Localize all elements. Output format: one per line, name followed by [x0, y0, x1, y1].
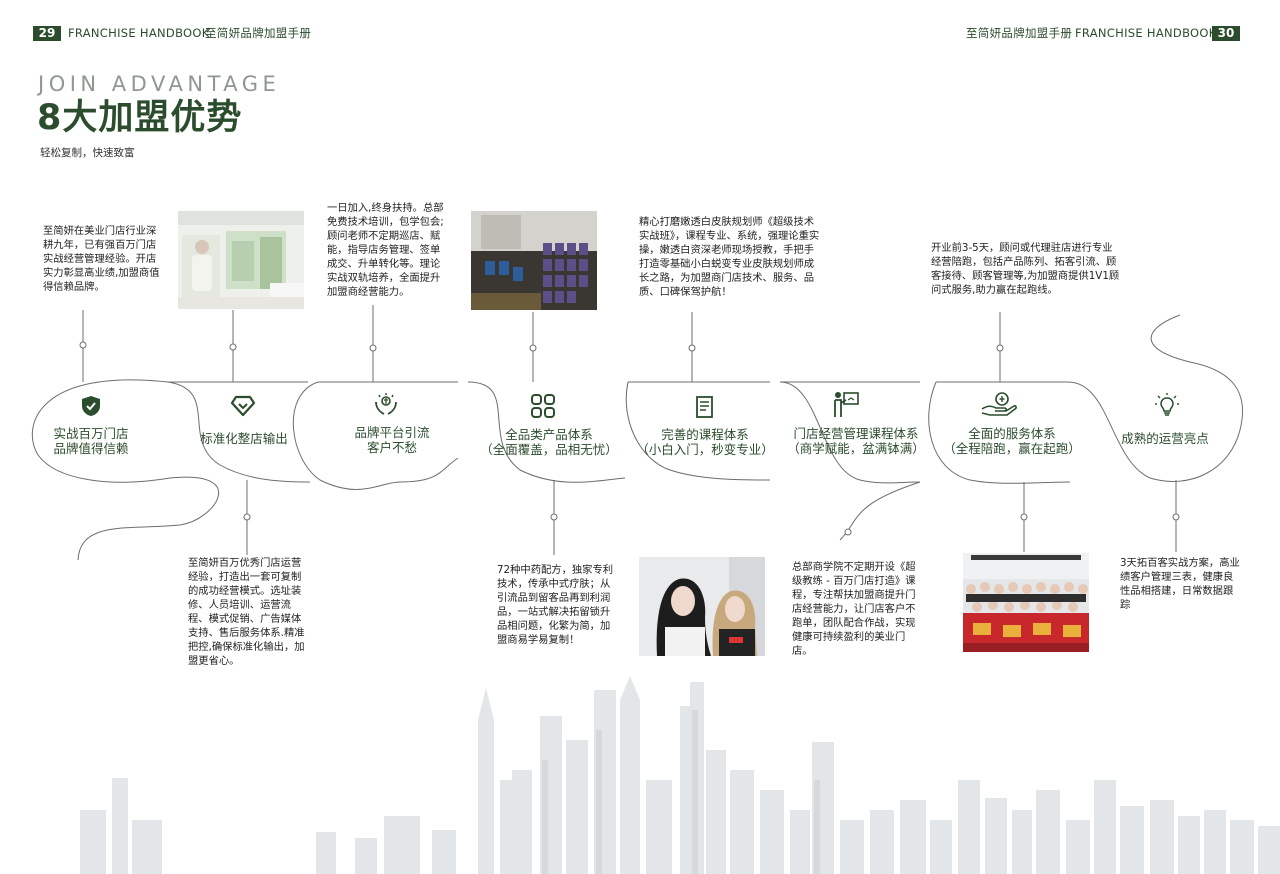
training-class-photo	[639, 557, 765, 656]
advantage-3-desc: 一日加入,终身扶持。总部免费技术培训，包学包会;顾问老师不定期巡店、赋能，指导店…	[327, 202, 444, 298]
advantage-7-title-line-1: 全面的服务体系	[968, 426, 1056, 441]
group-event-photo	[963, 553, 1089, 652]
advantage-4-title: 全品类产品体系 （全面覆盖，品相无忧）	[474, 427, 624, 457]
advantage-5-desc: 精心打磨嫩透白皮肤规划师《超级技术实战班》，课程专业、系统，强理论重实操，嫩透白…	[639, 216, 820, 298]
right-header-cn: 至简妍品牌加盟手册	[966, 26, 1073, 40]
city-skyline-illustration	[80, 676, 1280, 874]
advantage-3-title: 品牌平台引流 客户不愁	[342, 425, 442, 455]
presenter-icon	[834, 392, 859, 417]
advantage-3-title-line-2: 客户不愁	[366, 440, 417, 455]
advantage-5-title: 完善的课程体系 （小白入门，秒变专业）	[630, 427, 780, 457]
advantage-6-title-line-1: 门店经营管理课程体系	[793, 426, 919, 441]
lightbulb-icon	[1155, 393, 1179, 416]
advantage-1-desc: 至简妍在美业门店行业深耕九年，已有强百万门店实战经营管理经验。开店实力彰显高业绩…	[43, 225, 160, 293]
advantage-7-desc: 开业前3-5天，顾问或代理驻店进行专业经营陪跑，包括产品陈列、拓客引流、顾客接待…	[931, 242, 1120, 296]
advantage-1-title: 实战百万门店 品牌值得信赖	[41, 426, 141, 456]
advantage-8-desc: 3天拓百客实战方案，高业绩客户管理三表，健康良性品相搭建，日常数据跟踪	[1120, 557, 1240, 611]
grid-icon	[531, 394, 555, 418]
left-header-cn: 至简妍品牌加盟手册	[205, 26, 312, 40]
advantage-4-title-line-2: （全面覆盖，品相无忧）	[480, 442, 618, 457]
advantage-3-title-line-1: 品牌平台引流	[354, 425, 430, 440]
advantage-5-title-line-1: 完善的课程体系	[661, 427, 749, 442]
advantage-8-title-line-1: 成熟的运营亮点	[1121, 431, 1209, 446]
page-title: 8大加盟优势	[37, 98, 243, 138]
advantage-2-desc: 至简妍百万优秀门店运营经验，打造出一套可复制的成功经营模式。选址装修、人员培训、…	[188, 557, 305, 667]
right-header-en: FRANCHISE HANDBOOK	[1075, 26, 1217, 40]
diamond-icon	[230, 395, 256, 417]
advantage-1-title-line-2: 品牌值得信赖	[53, 441, 129, 456]
advantage-4-title-line-1: 全品类产品体系	[505, 427, 593, 442]
left-header-en: FRANCHISE HANDBOOK	[68, 26, 210, 40]
advantage-1-title-line-1: 实战百万门店	[53, 426, 129, 441]
advantage-7-title: 全面的服务体系 （全程陪跑，赢在起跑）	[937, 426, 1087, 456]
advantage-7-title-line-2: （全程陪跑，赢在起跑）	[943, 441, 1081, 456]
advantage-6-title-line-2: （商学赋能，盆满钵满）	[787, 441, 925, 456]
service-hand-icon	[981, 392, 1017, 416]
page-tagline: 轻松复制，快速致富	[40, 147, 135, 159]
right-page-number: 30	[1212, 26, 1240, 41]
store-interior-photo	[178, 211, 304, 309]
hands-icon	[375, 393, 397, 415]
advantage-8-title: 成熟的运营亮点	[1110, 431, 1220, 446]
document-icon	[696, 396, 713, 418]
shield-icon	[82, 396, 100, 416]
section-subtitle-en: JOIN ADVANTAGE	[38, 72, 281, 96]
advantage-2-title-line-1: 标准化整店输出	[200, 431, 288, 446]
left-page-number: 29	[33, 26, 61, 41]
advantage-6-title: 门店经营管理课程体系 （商学赋能，盆满钵满）	[783, 426, 929, 456]
advantage-4-desc: 72种中药配方，独家专利技术，传承中式疗肤；从引流品到留客品再到利润品，一站式解…	[497, 564, 614, 646]
advantage-5-title-line-2: （小白入门，秒变专业）	[636, 442, 774, 457]
product-display-photo	[471, 211, 597, 310]
advantage-2-title: 标准化整店输出	[189, 431, 299, 446]
advantage-6-desc: 总部商学院不定期开设《超级教练 - 百万门店打造》课程，专注帮扶加盟商提升门店经…	[792, 561, 916, 657]
